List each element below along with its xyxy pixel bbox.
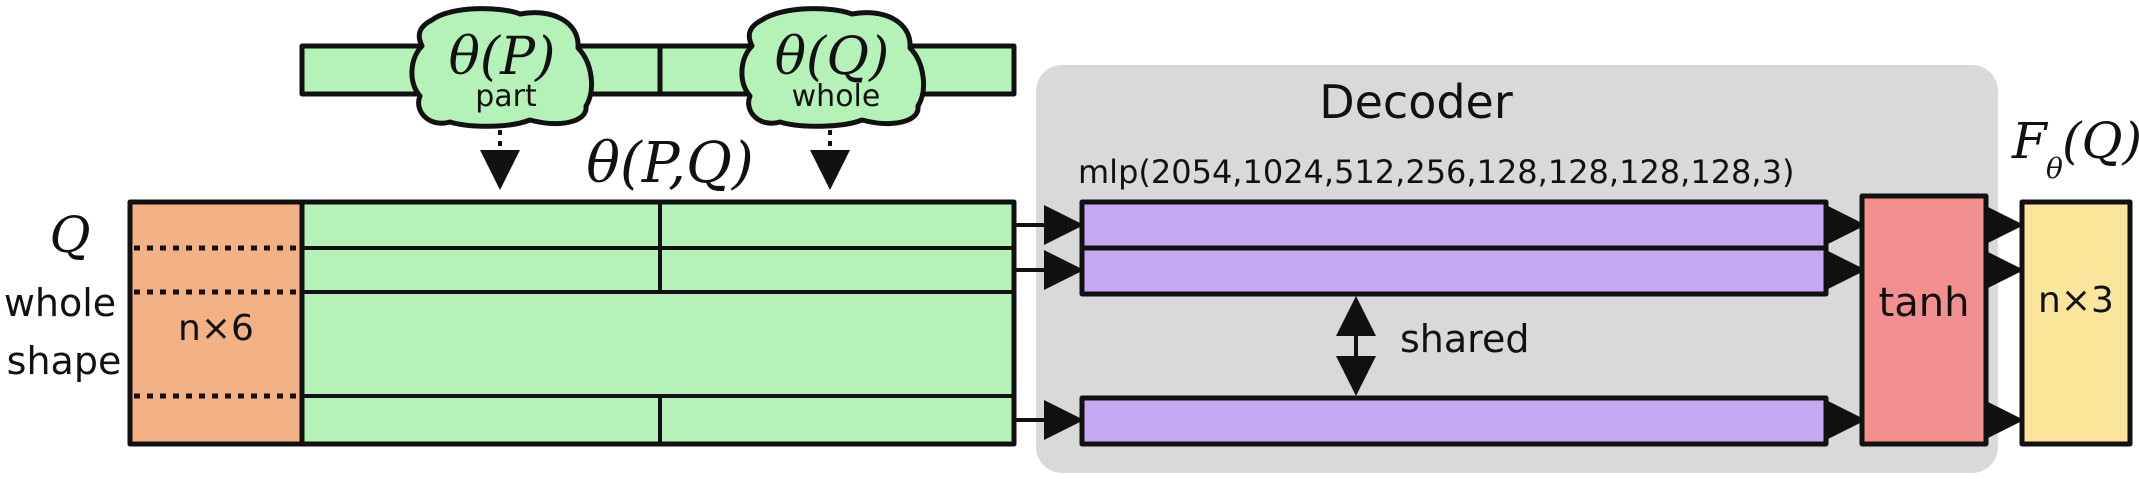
q-symbol: Q — [50, 206, 91, 264]
mlp-bar-2 — [1079, 245, 1829, 297]
output-subscript: θ — [2046, 152, 2063, 185]
theta-part-blob: θ(P) part — [409, 6, 594, 129]
shared-label: shared — [1400, 317, 1529, 361]
mlp-spec-label: mlp(2054,1024,512,256,128,128,128,128,3) — [1078, 153, 1794, 191]
latent-matrix — [299, 199, 1017, 447]
output-dims-label: n×3 — [2038, 280, 2114, 321]
part-subscript: part — [475, 79, 537, 114]
theta-part-label: θ(P) — [449, 27, 556, 87]
output-block: n×3 — [2019, 199, 2133, 447]
theta-whole-label: θ(Q) — [775, 27, 890, 87]
output-arg: (Q) — [2062, 112, 2139, 170]
decoder-title: Decoder — [1319, 75, 1513, 129]
theta-whole-blob: θ(Q) whole — [739, 6, 926, 129]
tanh-label: tanh — [1879, 280, 1970, 326]
whole-label: whole — [4, 281, 116, 325]
input-dims-label: n×6 — [178, 308, 254, 349]
tanh-block: tanh — [1859, 193, 1989, 447]
whole-subscript: whole — [792, 79, 881, 114]
shape-label: shape — [7, 339, 122, 383]
output-label: F θ (Q) — [2011, 112, 2139, 185]
output-name: F — [2011, 112, 2049, 170]
theta-pq-label: θ(P,Q) — [586, 131, 753, 196]
input-block: n×6 — [127, 199, 305, 447]
mlp-bar-3 — [1079, 395, 1829, 447]
mlp-bar-1 — [1079, 199, 1829, 251]
